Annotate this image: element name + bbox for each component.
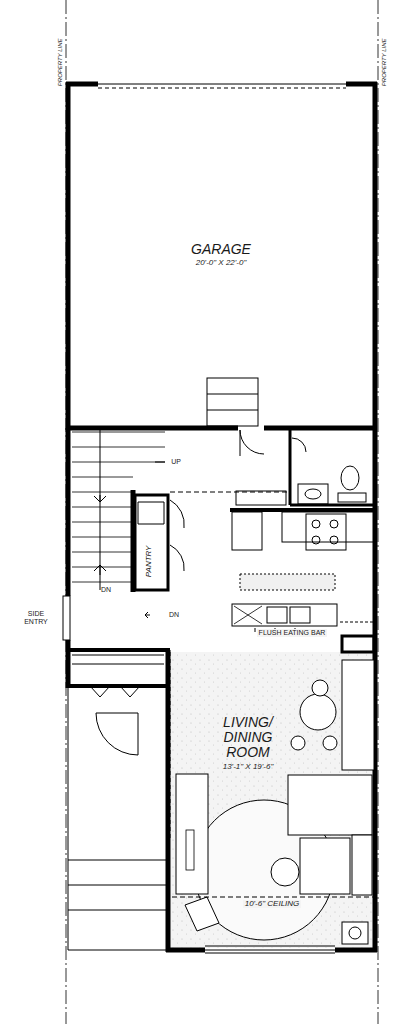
property-line-label: PROPERTY LINE [381,38,388,86]
living-dining-room: LIVING/ DINING ROOM 13'-1" X 19'-6" [200,715,296,774]
garage-room: GARAGE 20'-0" X 22'-0" [139,242,303,270]
room-name: PANTRY [146,543,155,579]
property-line-label: PROPERTY LINE [57,38,64,86]
room-name: GARAGE [139,242,303,257]
stair-label: DN [101,586,111,594]
ceiling-note: 10'-6" CEILING [243,900,302,909]
room-name: LIVING/ DINING ROOM [200,715,296,761]
room-dimension: 20'-0" X 22'-0" [139,259,303,268]
stair-label: UP [171,458,181,466]
stair-label: DN [169,611,179,619]
counter-label: FLUSH EATING BAR [257,629,328,637]
entry-label: SIDE ENTRY [19,610,53,625]
room-dimension: 13'-1" X 19'-6" [200,763,296,772]
pantry-room: PANTRY [146,543,157,579]
